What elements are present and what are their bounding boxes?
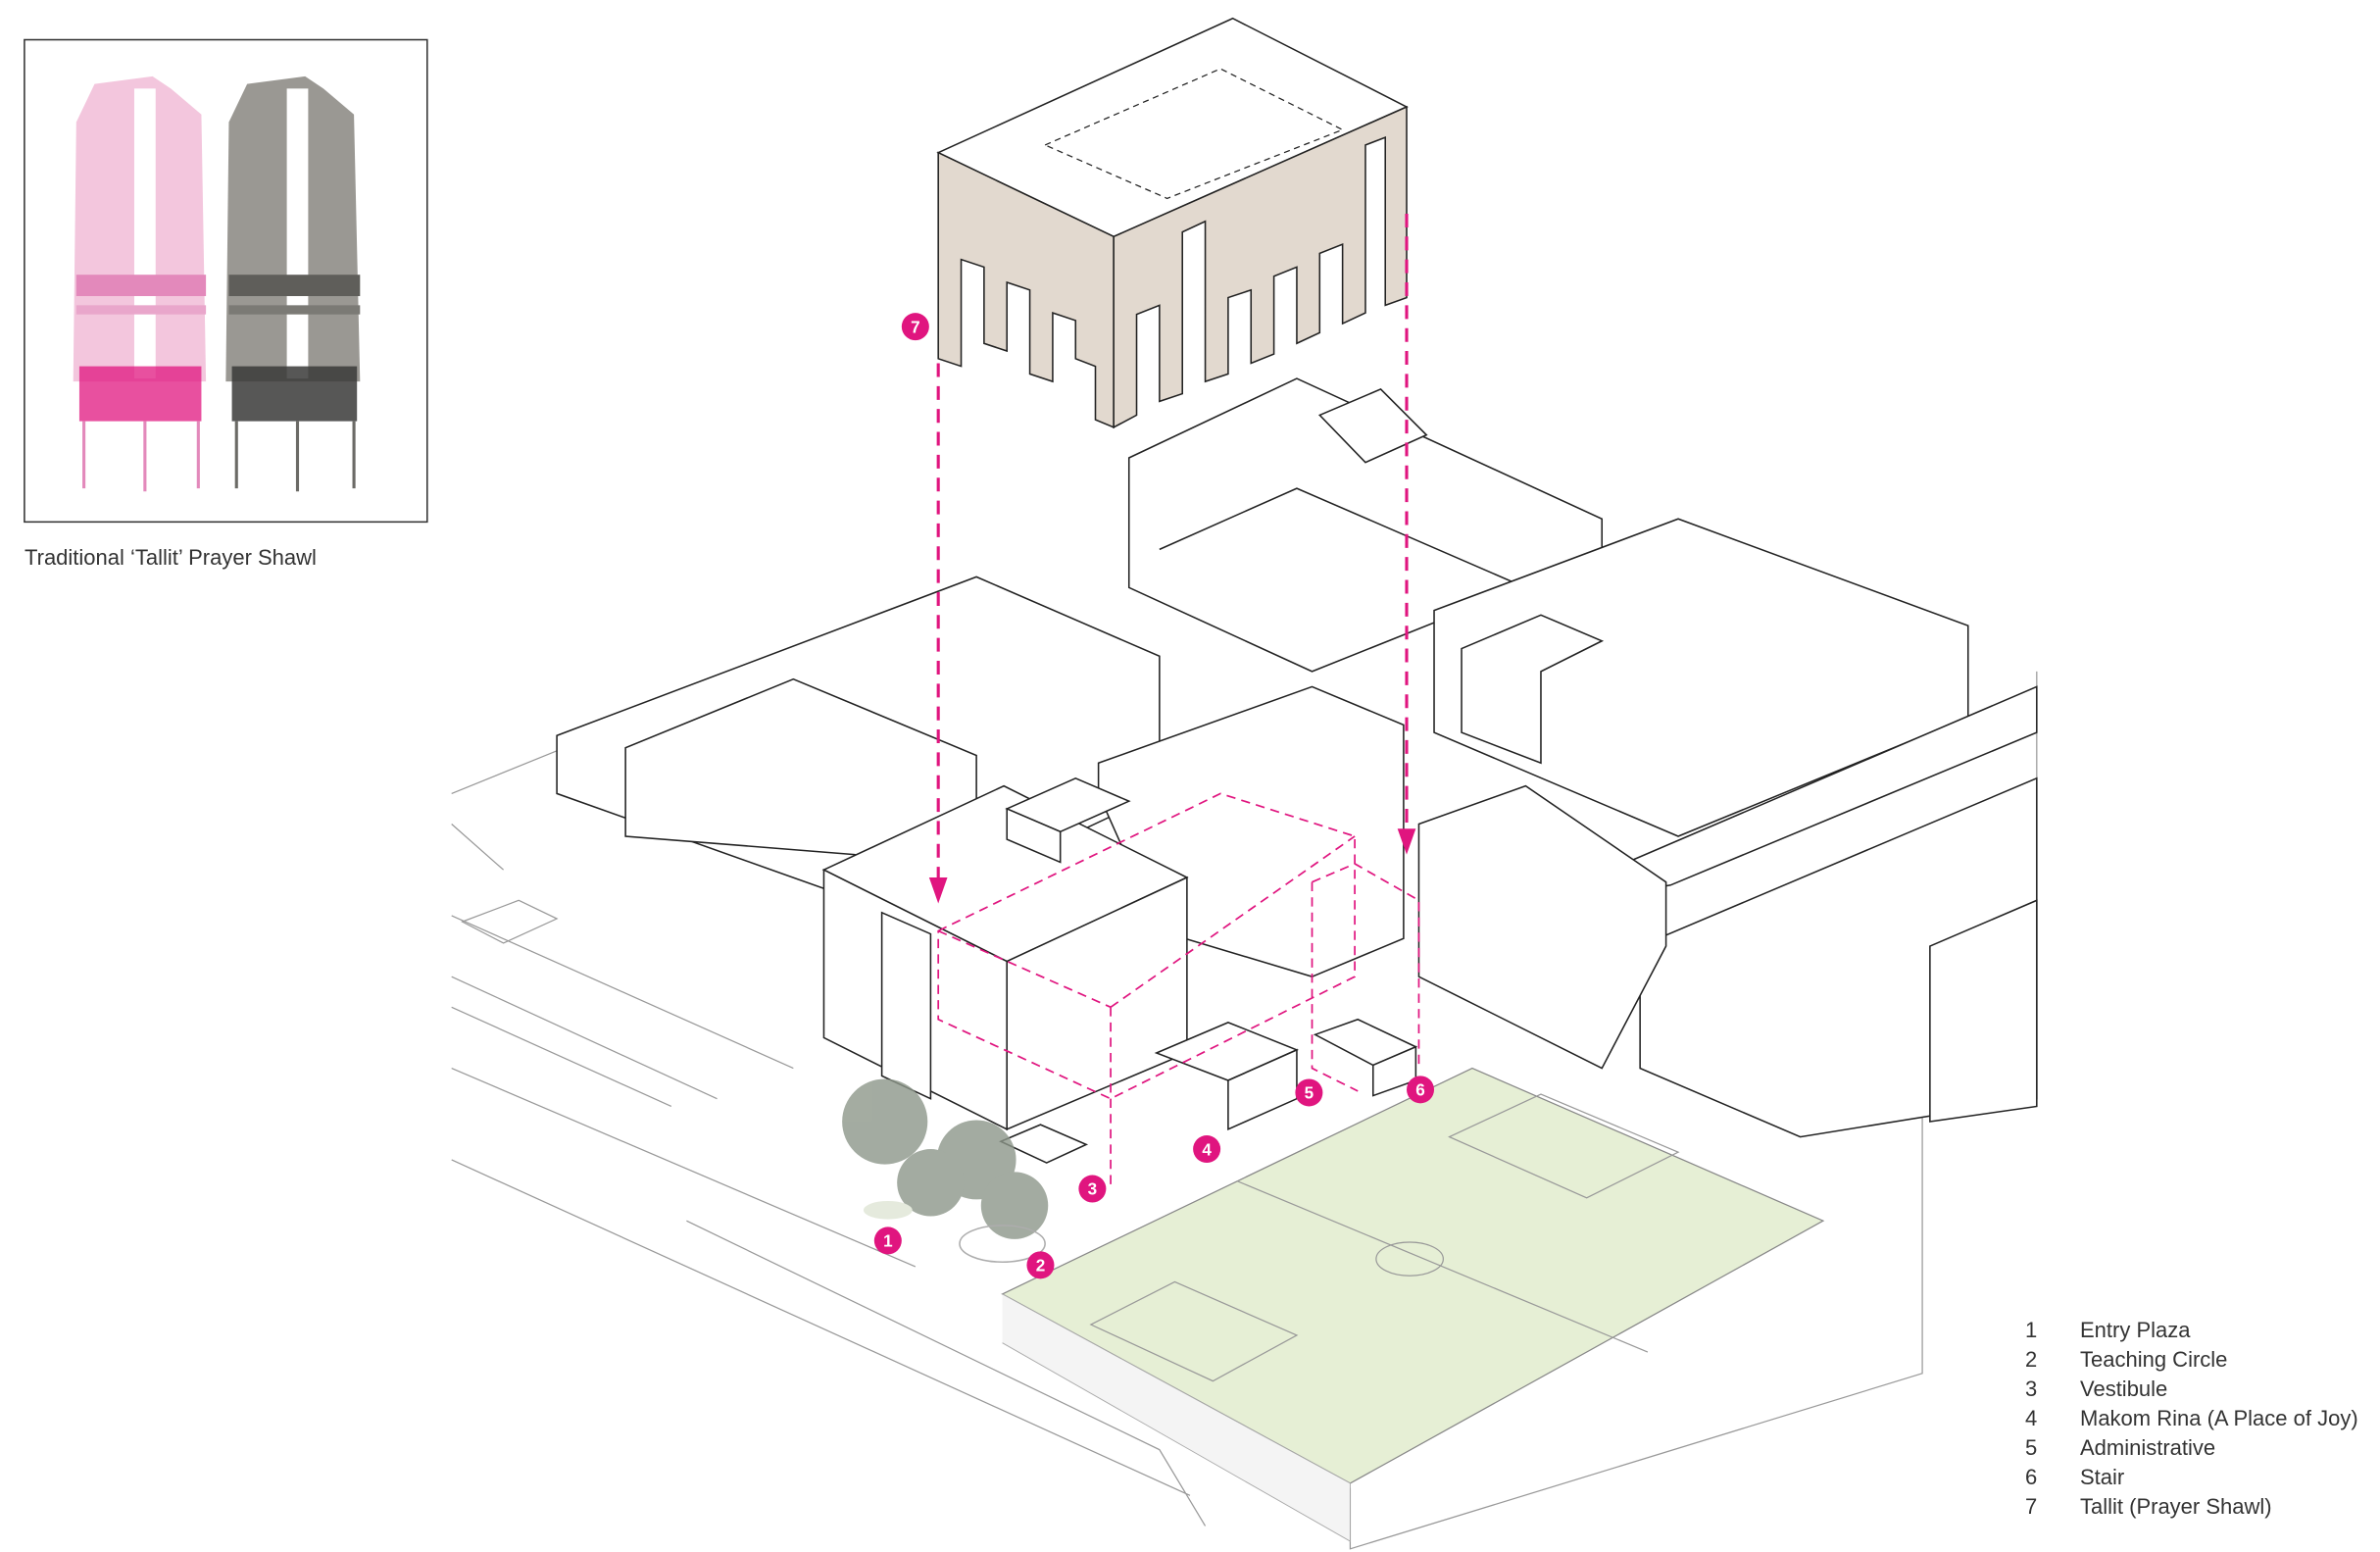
- legend-label: Makom Rina (A Place of Joy): [2080, 1406, 2358, 1430]
- trees: [842, 1078, 1049, 1263]
- program-outlines: [937, 792, 1420, 1191]
- marker-1: 1: [873, 1227, 902, 1255]
- legend-number: 6: [2025, 1465, 2038, 1489]
- legend-label: Vestibule: [2080, 1377, 2168, 1401]
- legend-number: 4: [2025, 1406, 2038, 1430]
- legend-number: 5: [2025, 1435, 2038, 1460]
- marker-5: 5: [1295, 1078, 1323, 1107]
- marker-circle: [1026, 1251, 1055, 1279]
- legend-label: Administrative: [2080, 1435, 2216, 1460]
- marker-circle: [1295, 1078, 1323, 1107]
- legend-number: 7: [2025, 1494, 2038, 1519]
- marker-number: 6: [1415, 1081, 1425, 1100]
- legend-item: 7 Tallit (Prayer Shawl): [2025, 1492, 2358, 1522]
- marker-number: 4: [1202, 1140, 1212, 1159]
- legend-item: 3 Vestibule: [2025, 1375, 2358, 1404]
- soccer-field: [1001, 1067, 1825, 1542]
- legend-item: 5 Administrative: [2025, 1433, 2358, 1463]
- legend-item: 1 Entry Plaza: [2025, 1316, 2358, 1345]
- marker-circle: [1407, 1076, 1435, 1104]
- inset-caption: Traditional ‘Tallit’ Prayer Shawl: [25, 545, 317, 570]
- marker-circle: [901, 313, 929, 341]
- marker-3: 3: [1078, 1175, 1107, 1203]
- legend-label: Teaching Circle: [2080, 1347, 2228, 1372]
- buildings: [556, 377, 2038, 1164]
- legend-number: 3: [2025, 1377, 2038, 1401]
- marker-number: 2: [1036, 1257, 1046, 1276]
- legend-item: 2 Teaching Circle: [2025, 1345, 2358, 1375]
- legend-label: Entry Plaza: [2080, 1318, 2191, 1342]
- marker-circle: [1193, 1135, 1221, 1164]
- legend-item: 6 Stair: [2025, 1463, 2358, 1492]
- marker-4: 4: [1193, 1135, 1221, 1164]
- marker-number: 5: [1305, 1084, 1314, 1103]
- marker-2: 2: [1026, 1251, 1055, 1279]
- marker-number: 7: [911, 318, 920, 336]
- legend-item: 4 Makom Rina (A Place of Joy): [2025, 1404, 2358, 1433]
- tallit-volume: [936, 17, 1409, 429]
- legend-label: Tallit (Prayer Shawl): [2080, 1494, 2272, 1519]
- marker-circle: [873, 1227, 902, 1255]
- legend-number: 1: [2025, 1318, 2038, 1342]
- legend-label: Stair: [2080, 1465, 2125, 1489]
- legend: 1 Entry Plaza 2 Teaching Circle 3 Vestibule 4 M…: [2025, 1316, 2358, 1522]
- marker-circle: [1078, 1175, 1107, 1203]
- drop-arrows: [928, 213, 1416, 904]
- marker-number: 1: [883, 1232, 893, 1251]
- grey-shawl: [225, 75, 361, 492]
- marker-number: 3: [1088, 1180, 1098, 1199]
- pink-shawl: [73, 75, 207, 492]
- marker-6: 6: [1407, 1076, 1435, 1104]
- marker-7: 7: [901, 313, 929, 341]
- number-markers: 1 2 3 4 5 6 7: [873, 313, 1435, 1279]
- legend-number: 2: [2025, 1347, 2038, 1372]
